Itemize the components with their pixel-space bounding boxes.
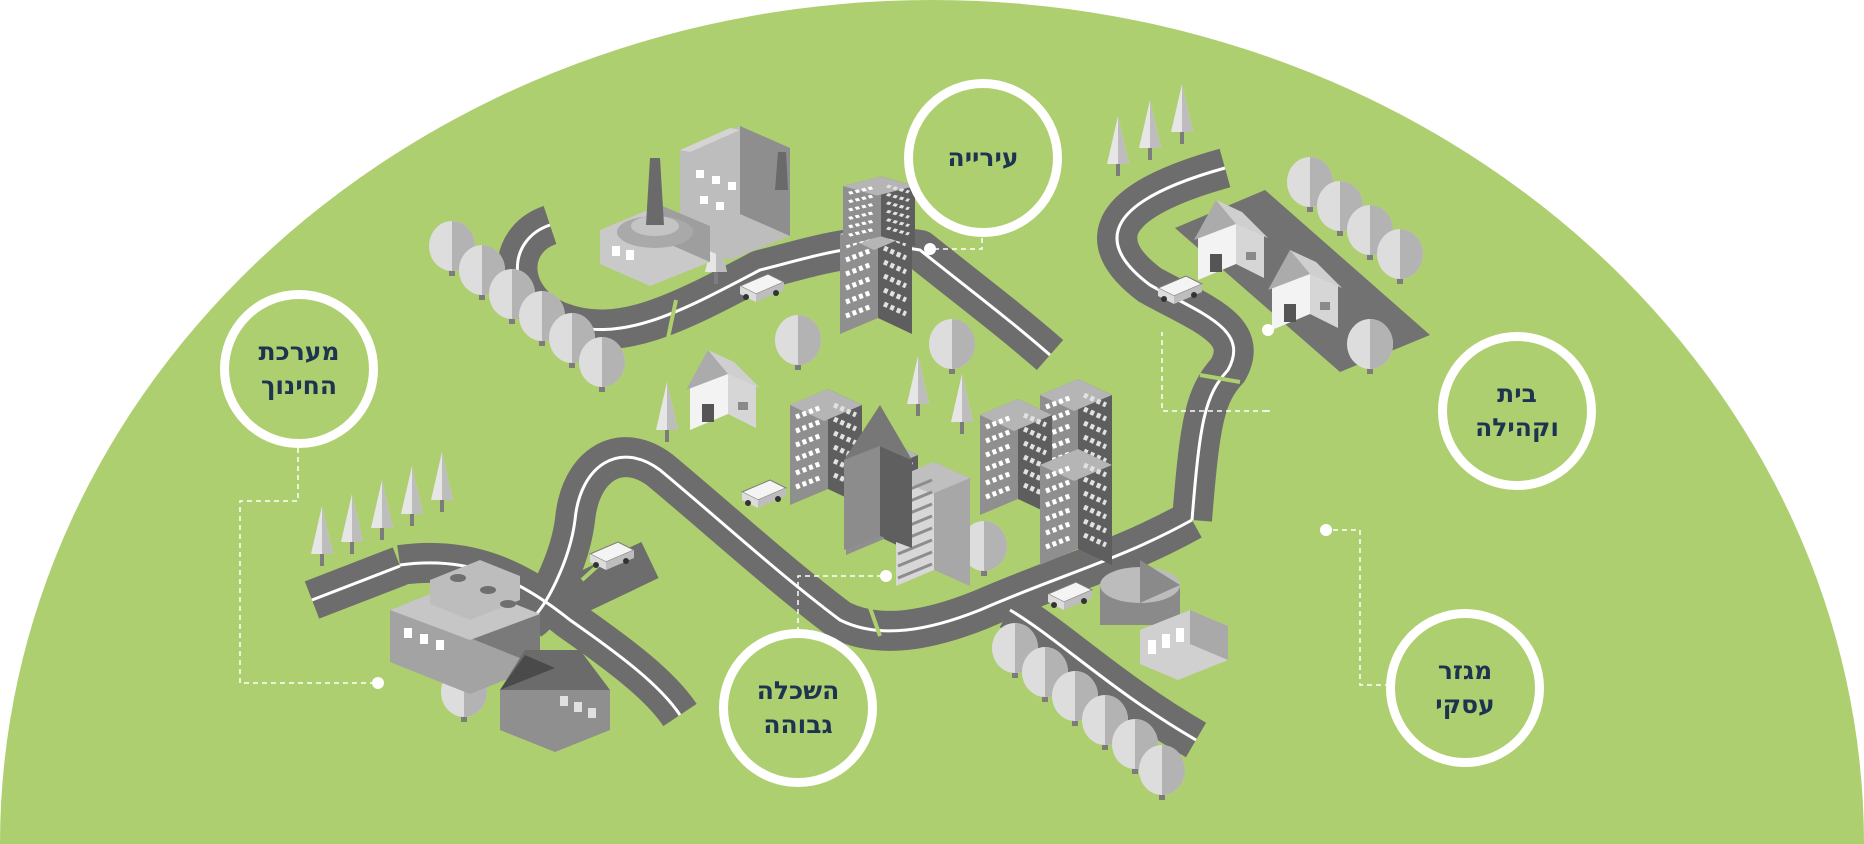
hub-education-system[interactable]: מערכת החינוך (220, 290, 378, 448)
hub-business-sector[interactable]: מגזר עסקי (1386, 609, 1544, 767)
hub-home-community[interactable]: בית וקהילה (1438, 332, 1596, 490)
hub-label-line: מערכת (258, 337, 340, 366)
hub-label-line: החינוך (260, 371, 338, 400)
hub-higher-education[interactable]: השכלה גבוהה (719, 629, 877, 787)
hub-label-line: עירייה (947, 143, 1019, 172)
hub-label-line: עסקי (1435, 690, 1495, 719)
hub-label-line: גבוהה (763, 710, 833, 739)
hub-label-line: וקהילה (1475, 413, 1559, 442)
hub-label-line: השכלה (756, 676, 840, 705)
hub-label-line: מגזר (1437, 656, 1493, 685)
hub-label-line: בית (1497, 379, 1537, 408)
hub-municipality[interactable]: עירייה (904, 79, 1062, 237)
